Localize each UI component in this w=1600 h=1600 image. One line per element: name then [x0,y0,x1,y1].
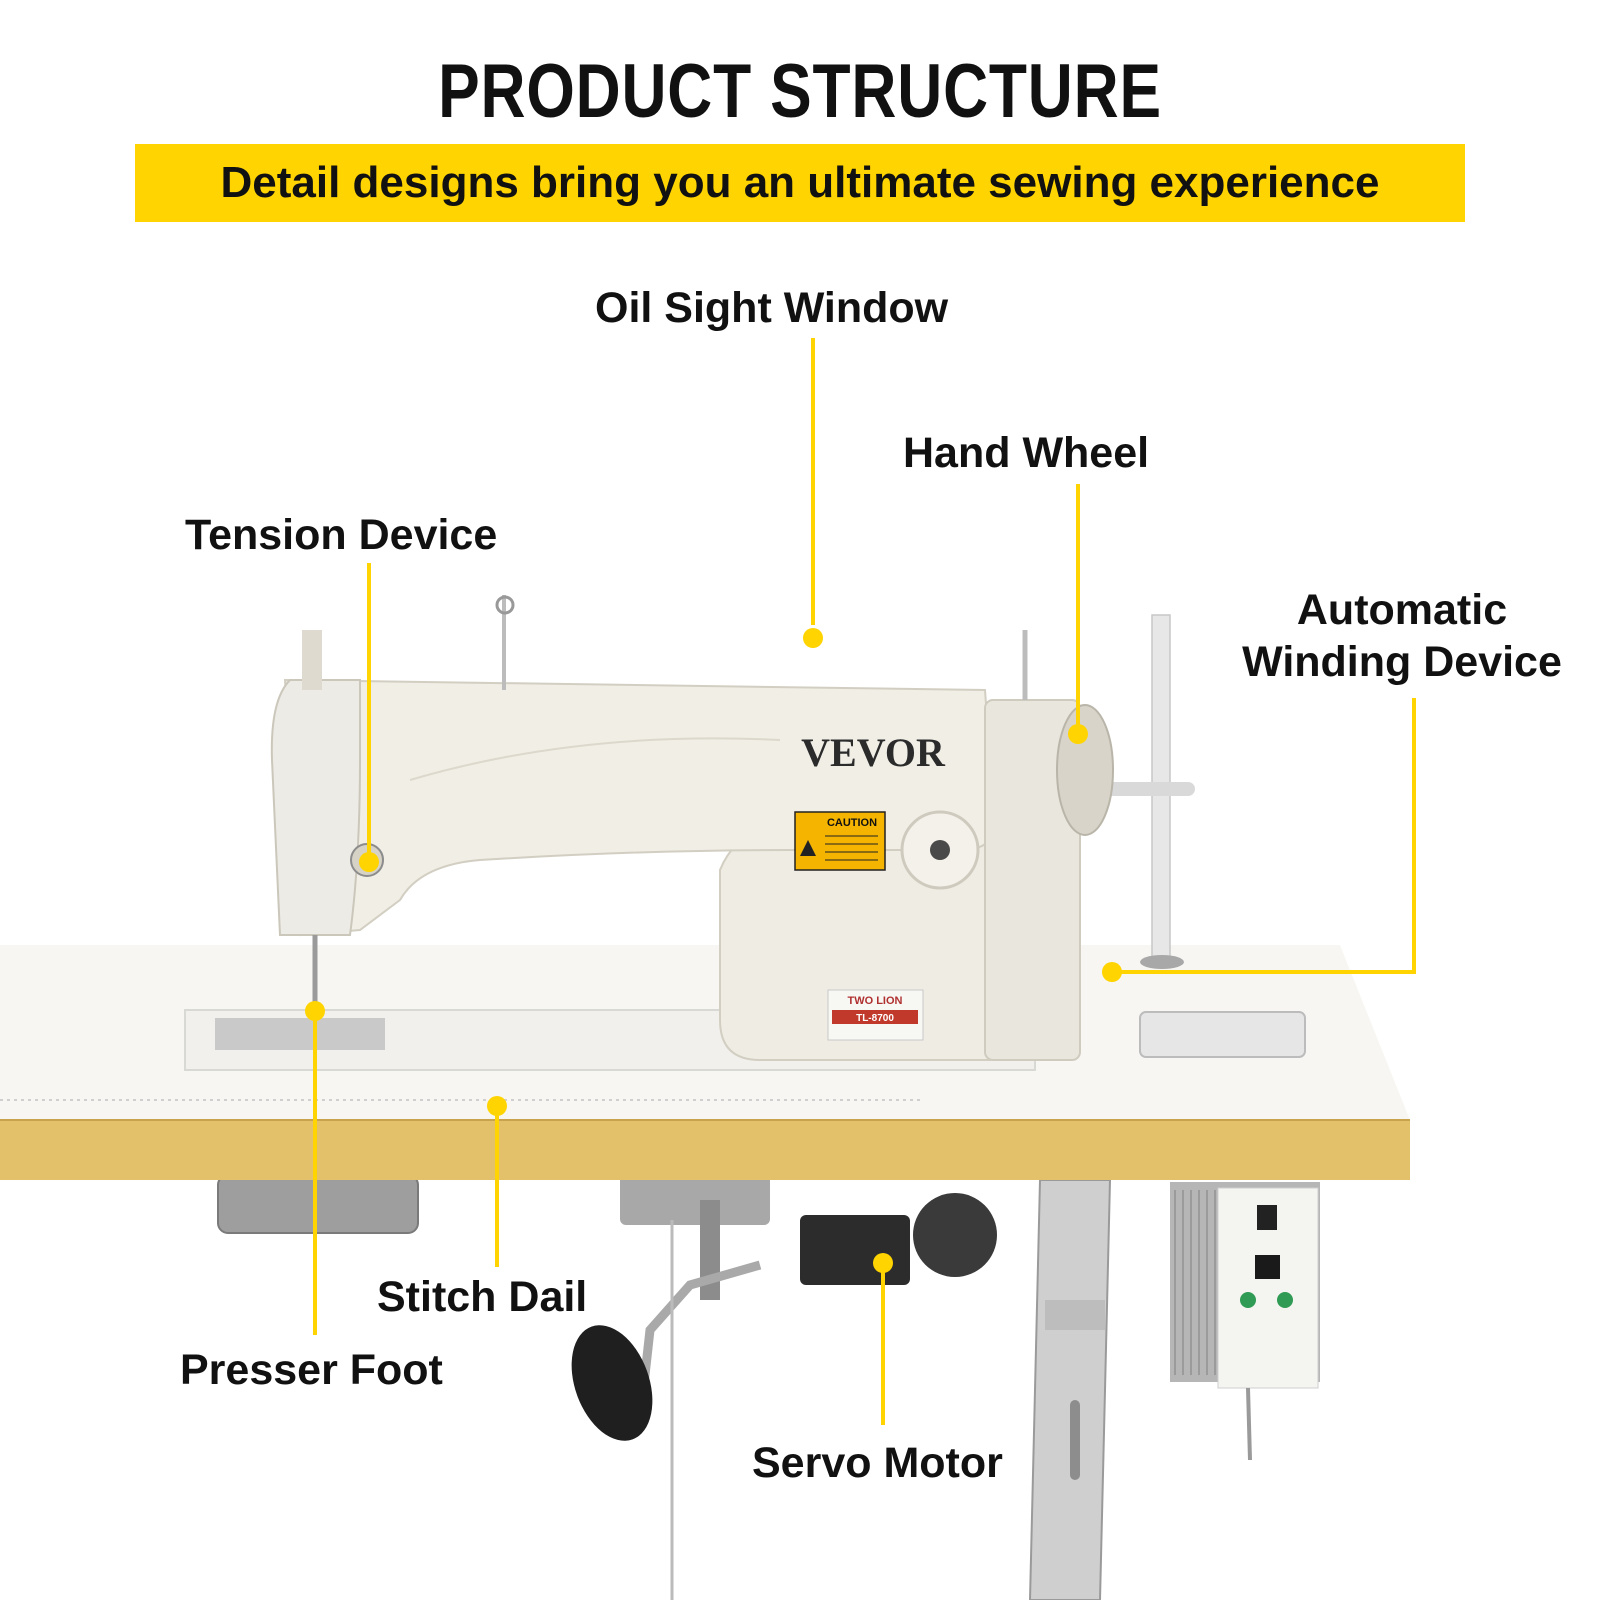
callout-dots [305,628,1122,1273]
servo-control-box [1170,1182,1320,1461]
caution-label: CAUTION [827,817,877,829]
label-automatic-winding-line2: Winding Device [1242,637,1562,686]
subtitle-banner: Detail designs bring you an ultimate sew… [135,144,1465,222]
dot-stitch-dail [487,1096,507,1116]
dot-presser-foot [305,1001,325,1021]
brand-logo: VEVOR [801,730,946,775]
label-hand-wheel: Hand Wheel [903,429,1150,477]
page-title: PRODUCT STRUCTURE [438,49,1162,134]
plate-model: TL-8700 [856,1013,894,1024]
subtitle-text: Detail designs bring you an ultimate sew… [220,158,1380,207]
label-stitch-dail: Stitch Dail [377,1273,588,1321]
label-presser-foot: Presser Foot [180,1346,443,1394]
callout-markers [313,338,1416,1425]
table-top [0,945,1410,1180]
thread-stand [1095,614,1195,969]
dot-oil-sight-window [803,628,823,648]
label-automatic-winding: Automatic Winding Device [1222,585,1582,688]
label-oil-sight-window: Oil Sight Window [595,284,949,332]
dot-servo-motor [873,1253,893,1273]
table-legs [1028,1179,1112,1600]
dot-tension-device [359,852,379,872]
dot-hand-wheel [1068,724,1088,744]
sewing-machine: CAUTION TWO LION TL-8700 VEVOR [270,595,1114,1061]
label-tension-device: Tension Device [185,511,498,559]
under-table-assembly [217,1174,997,1600]
plate-brand: TWO LION [848,995,903,1007]
label-automatic-winding-line1: Automatic [1296,586,1508,634]
dot-automatic-winding [1102,962,1122,982]
label-servo-motor: Servo Motor [752,1439,1003,1487]
